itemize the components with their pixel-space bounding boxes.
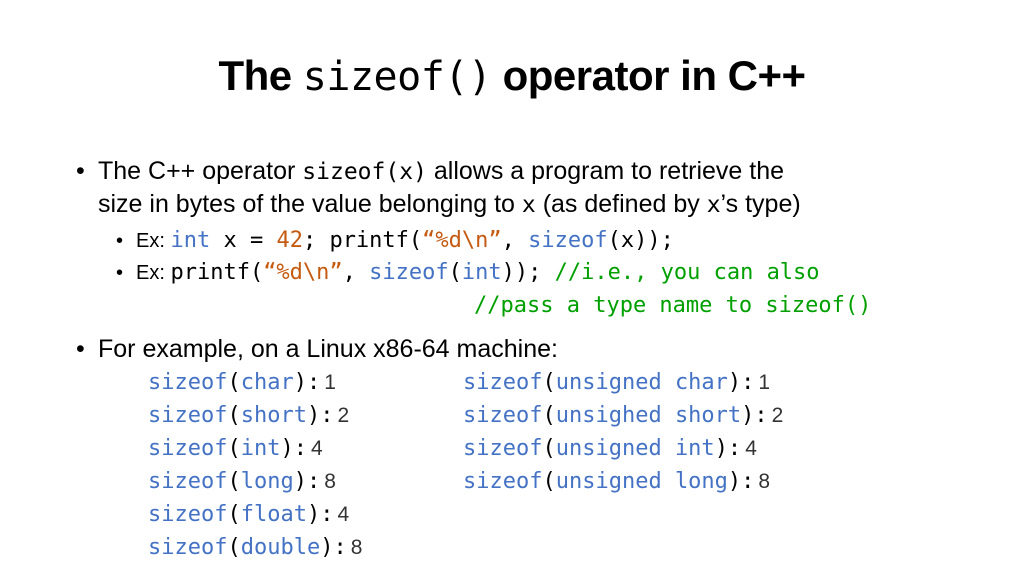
title-the: The xyxy=(218,52,292,99)
sizeof-row: sizeof(char):1 xyxy=(148,370,336,395)
sizeof-row: sizeof(unsigned char):1 xyxy=(463,370,771,395)
size-value: 4 xyxy=(745,437,757,460)
type-name: long xyxy=(240,469,294,494)
size-value: 8 xyxy=(350,536,363,559)
keyword: sizeof xyxy=(148,535,228,560)
size-value: 4 xyxy=(310,437,323,460)
type-name: unsigned int xyxy=(555,436,715,461)
keyword: int xyxy=(170,228,211,253)
type-name: double xyxy=(240,535,321,560)
keyword: sizeof xyxy=(463,436,543,461)
sizeof-row: sizeof(unsighed short):2 xyxy=(463,403,784,428)
sizeof-row: sizeof(unsigned long):8 xyxy=(463,469,771,494)
sizeof-row: sizeof(int):4 xyxy=(148,436,323,461)
bullet-dot: • xyxy=(116,230,124,252)
sizeof-row: sizeof(long):8 xyxy=(148,469,336,494)
type-name: unsighed short xyxy=(555,403,742,428)
code-sizeof-x: sizeof(x) xyxy=(302,159,427,185)
bullet-dot: • xyxy=(76,335,85,363)
size-value: 4 xyxy=(337,503,350,526)
sizeof-row: sizeof(float):4 xyxy=(148,502,350,527)
string-literal: “%d\n” xyxy=(422,228,502,253)
bullet-operator-description-line2: size in bytes of the value belonging to … xyxy=(98,190,801,218)
code-comment: //i.e., you can also xyxy=(554,260,820,285)
keyword: sizeof xyxy=(463,469,543,494)
size-value: 1 xyxy=(324,371,336,394)
type-name: unsigned char xyxy=(555,370,728,395)
example-1: •Ex: int x = 42; printf(“%d\n”, sizeof(x… xyxy=(116,224,674,258)
type-name: short xyxy=(240,403,307,428)
code-comment-line2: //pass a type name to sizeof() xyxy=(474,293,872,318)
string-literal: “%d\n” xyxy=(263,260,343,285)
keyword: int xyxy=(461,260,502,285)
code-x: x xyxy=(521,192,536,218)
sizeof-row: sizeof(unsigned int):4 xyxy=(463,436,757,461)
bullet-dot: • xyxy=(76,157,85,185)
sizeof-row: sizeof(double):8 xyxy=(148,535,363,560)
keyword: sizeof xyxy=(148,469,228,494)
bullet-operator-description: •The C++ operator sizeof(x) allows a pro… xyxy=(76,155,784,189)
example-2: •Ex: printf(“%d\n”, sizeof(int)); //i.e.… xyxy=(116,256,820,290)
keyword: sizeof xyxy=(148,370,228,395)
keyword: sizeof xyxy=(463,403,543,428)
size-value: 2 xyxy=(337,404,350,427)
keyword: sizeof xyxy=(528,228,608,253)
size-value: 1 xyxy=(758,371,771,394)
keyword: sizeof xyxy=(148,436,228,461)
code-x: x xyxy=(706,192,721,218)
bullet-example-machine: •For example, on a Linux x86-64 machine: xyxy=(76,333,558,366)
title-code: sizeof() xyxy=(302,54,492,100)
keyword: sizeof xyxy=(369,260,449,285)
number-literal: 42 xyxy=(276,228,303,253)
type-name: unsigned long xyxy=(555,469,728,494)
type-name: int xyxy=(240,436,281,461)
size-value: 2 xyxy=(771,404,784,427)
keyword: sizeof xyxy=(463,370,543,395)
keyword: sizeof xyxy=(148,403,228,428)
bullet-dot: • xyxy=(116,262,124,284)
size-value: 8 xyxy=(758,470,771,493)
keyword: sizeof xyxy=(148,502,228,527)
type-name: char xyxy=(240,370,294,395)
slide-title: The sizeof() operator in C++ xyxy=(0,52,1024,100)
title-rest: operator in C++ xyxy=(502,52,806,99)
sizeof-row: sizeof(short):2 xyxy=(148,403,350,428)
size-value: 8 xyxy=(324,470,336,493)
type-name: float xyxy=(240,502,307,527)
